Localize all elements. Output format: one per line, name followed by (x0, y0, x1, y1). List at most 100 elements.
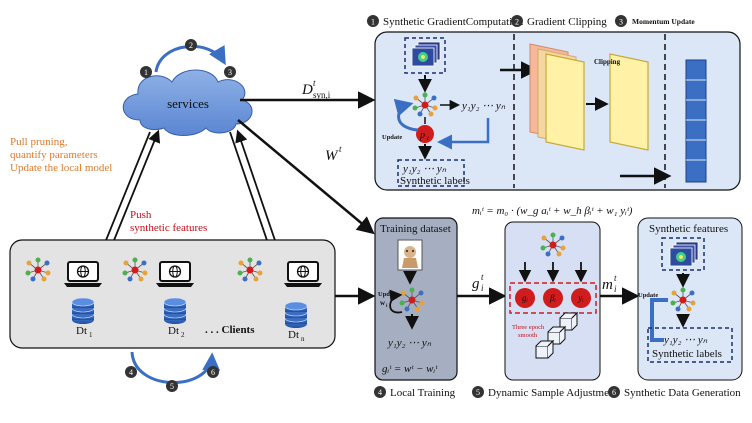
gen-update-arrow (650, 298, 668, 342)
svg-text:5: 5 (170, 382, 174, 391)
pull-note-2: quantify parameters (10, 149, 98, 161)
gen-label-sequence: y₁y₂ ⋯ yₙ (663, 334, 708, 346)
svg-text:yᵢ: yᵢ (577, 293, 584, 303)
feedback-arrow (437, 118, 490, 150)
svg-text:w: w (380, 299, 386, 307)
svg-text:Dynamic Sample Adjustment: Dynamic Sample Adjustment (488, 387, 618, 399)
step2-title: 2 Gradient Clipping (511, 15, 607, 28)
training-update-label: Update (378, 291, 398, 298)
update-label: Update (382, 134, 402, 141)
p-node-label: p (419, 130, 425, 141)
dyn-node-1: gᵢ (515, 288, 535, 308)
pull-note-3: Update the local model (10, 162, 112, 174)
svg-text:D: D (301, 82, 313, 98)
svg-text:Dt: Dt (288, 329, 299, 341)
client-laptop-icon-3[interactable] (283, 261, 323, 288)
svg-text:i: i (614, 284, 617, 294)
step4-title: 4 Local Training (374, 386, 456, 399)
synthetic-labels-box (397, 159, 465, 187)
gen-features-box (661, 237, 705, 271)
pull-note-1: Pull pruning, (10, 136, 68, 148)
svg-text:5: 5 (476, 388, 480, 397)
client-cycle-arrow (130, 351, 221, 384)
step5-title: 5 Dynamic Sample Adjustment (472, 386, 618, 399)
gen-synthetic-labels: Synthetic labels (652, 348, 722, 360)
epoch-cubes (535, 311, 579, 359)
client-laptop-icon-2[interactable] (155, 261, 195, 288)
training-image-icon (397, 239, 423, 271)
p-node-sub: i (427, 136, 429, 142)
update-loop-arrow (393, 99, 419, 132)
p-node (416, 125, 434, 143)
svg-text:4: 4 (378, 388, 382, 397)
training-update-loop (389, 289, 403, 314)
svg-text:3: 3 (619, 18, 623, 27)
client-data-icon-3 (284, 301, 308, 329)
svg-text:m: m (602, 277, 613, 293)
synthetic-image-icon (411, 41, 441, 67)
svg-text:1: 1 (89, 331, 93, 339)
gen-labels-box (647, 327, 733, 363)
dyn-node-2: βᵢ (543, 288, 563, 308)
svg-text:Dt: Dt (76, 325, 87, 337)
dyn-node-3: yᵢ (571, 288, 591, 308)
step3-title: 3 Momentum Update (615, 15, 695, 27)
synthetic-labels: Synthetic labels (400, 175, 470, 187)
svg-text:Synthetic GradientComputation: Synthetic GradientComputation (383, 16, 524, 28)
svg-text:6: 6 (612, 388, 616, 397)
training-label-sequence: y₁y₂ ⋯ yₙ (387, 337, 432, 349)
clients-ellipsis: . . . Clients (205, 324, 255, 336)
clipping-label: Clipping (594, 58, 621, 66)
d-syn-label: D t syn,i (301, 78, 331, 100)
svg-text:1: 1 (144, 68, 148, 77)
svg-text:6: 6 (211, 368, 215, 377)
epoch-note-1: Three epoch (512, 324, 545, 331)
services-label: services (167, 96, 209, 111)
w-t-label: W t (325, 144, 342, 164)
svg-text:syn,i: syn,i (313, 90, 331, 100)
svg-text:Gradient Clipping: Gradient Clipping (527, 16, 607, 28)
push-arrow-1 (107, 129, 161, 256)
arrow-to-local-training (237, 119, 375, 235)
step1-title: 1 Synthetic GradientComputation (367, 15, 524, 28)
svg-text:t: t (481, 272, 484, 282)
svg-text:Momentum Update: Momentum Update (632, 17, 695, 26)
push-arrow-2 (235, 129, 281, 256)
gen-image-icon (669, 241, 699, 267)
client-badge-6: 6 (207, 366, 219, 378)
label-sequence: y₁y₂ ⋯ yₙ (461, 100, 506, 112)
client-laptop-icon-1[interactable] (63, 261, 103, 288)
svg-text:i: i (481, 283, 484, 293)
svg-text:t: t (614, 273, 617, 283)
svg-text:βᵢ: βᵢ (549, 293, 556, 303)
pull-arrow-2 (229, 131, 275, 258)
svg-text:2: 2 (181, 331, 185, 339)
services-cloud[interactable]: services (122, 69, 253, 136)
training-update-w: w i (380, 299, 388, 309)
svg-text:t: t (313, 78, 316, 88)
svg-text:2: 2 (515, 18, 519, 27)
client-badge-5: 5 (166, 380, 178, 392)
svg-text:2: 2 (189, 41, 193, 50)
svg-text:Dt: Dt (168, 325, 179, 337)
svg-text:3: 3 (228, 68, 232, 77)
synthetic-features-box (404, 37, 446, 74)
svg-text:g: g (472, 276, 480, 292)
push-note-1: Push (130, 209, 152, 221)
synthetic-features-title: Synthetic features (649, 223, 728, 235)
g-it-label: g t i (472, 272, 484, 293)
dynamic-nodes-box (509, 282, 597, 314)
clip-layer-3 (545, 53, 585, 151)
clip-layer-out (609, 53, 649, 151)
momentum-bar (685, 59, 707, 183)
client-badge-4: 4 (125, 366, 137, 378)
svg-text:n: n (301, 335, 305, 343)
svg-text:4: 4 (129, 368, 133, 377)
cycle-badge-1: 1 (140, 66, 152, 78)
step6-title: 6 Synthetic Data Generation (608, 386, 741, 399)
client-data-icon-1 (71, 297, 95, 325)
svg-text:i: i (386, 304, 388, 309)
client-label-3: Dt n (288, 329, 305, 343)
m-it-label: m t i (602, 273, 617, 294)
